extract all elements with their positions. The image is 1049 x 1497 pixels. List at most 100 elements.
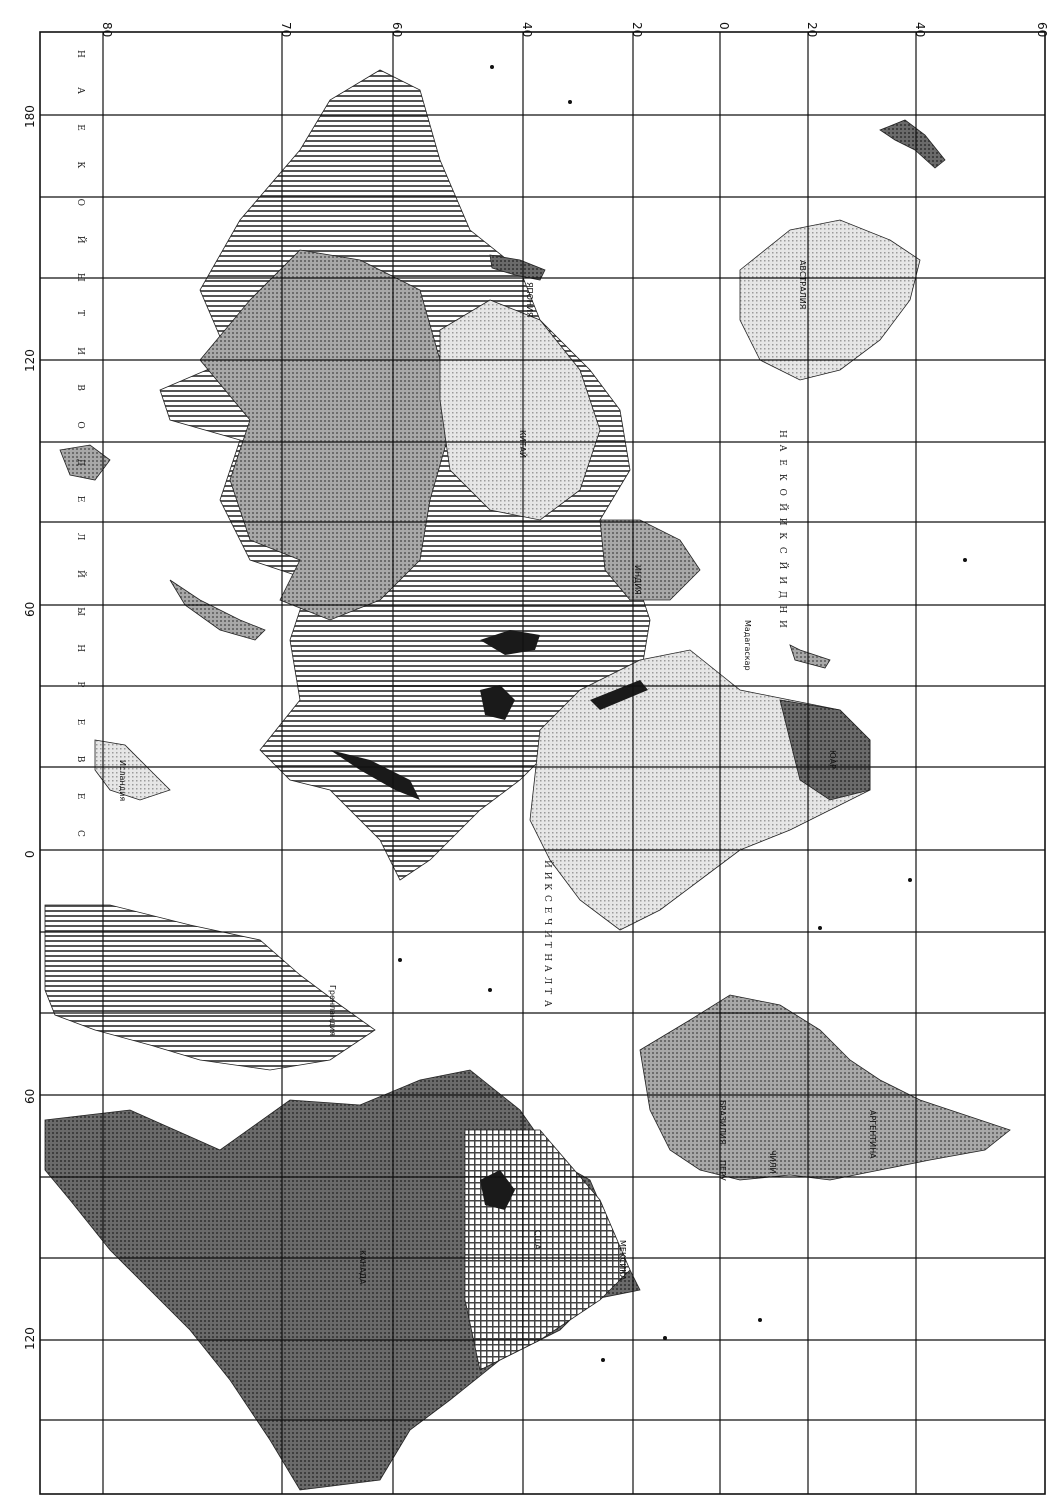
atlantic-ocean-letter: И	[542, 872, 552, 880]
black-sea-shape	[480, 685, 515, 720]
indian-ocean-letter: И	[777, 620, 787, 628]
island-dot	[601, 1358, 605, 1362]
label-argentina: АРГЕНТИНА	[868, 1110, 877, 1159]
india-shape	[599, 519, 701, 601]
indian-ocean-letter: Й	[777, 503, 789, 511]
lon-label-60e: 60	[23, 602, 37, 617]
arctic-ocean-letter: Е	[75, 793, 85, 800]
atlantic-ocean-letter: К	[542, 883, 552, 890]
arctic-ocean-letter: С	[75, 830, 85, 837]
indian-ocean-letter: К	[777, 532, 787, 539]
label-greenland: Гренландия	[328, 985, 337, 1036]
label-brazil: БРАЗИЛИЯ	[718, 1100, 727, 1144]
atlantic-ocean-letter: С	[542, 895, 552, 902]
atlantic-ocean-letter: Л	[542, 977, 552, 985]
indian-ocean-letter: К	[777, 474, 787, 481]
arctic-ocean-letter: О	[75, 421, 85, 428]
japan-shape	[489, 254, 546, 281]
indian-ocean-letter: И	[777, 518, 787, 526]
lat-label-80: 80	[100, 22, 114, 37]
label-china: КИТАЙ	[518, 430, 529, 458]
atlantic-ocean-letter: Н	[542, 953, 552, 961]
label-iceland: Исландия	[118, 760, 127, 801]
indian-ocean-letter: А	[777, 445, 787, 452]
atlantic-ocean-letter: А	[542, 1000, 552, 1007]
label-japan: ЯПОНИЯ	[525, 282, 534, 317]
lat-label-40: 40	[520, 22, 534, 37]
atlantic-ocean-letter: Т	[542, 942, 552, 948]
island-dot	[663, 1336, 667, 1340]
arctic-ocean-letter: Л	[75, 533, 85, 541]
indian-ocean-letter: И	[777, 576, 787, 584]
label-madagascar: Мадагаскар	[743, 620, 752, 671]
arctic-ocean-letter: Й	[75, 236, 87, 244]
arctic-ocean-letter: К	[75, 161, 85, 168]
atlantic-ocean-letter: Е	[542, 907, 552, 914]
lon-label-120e: 120	[23, 349, 37, 372]
indian-ocean-letter: Й	[777, 562, 789, 570]
arctic-ocean-letter: Е	[75, 719, 85, 726]
island-dot	[758, 1318, 762, 1322]
baltic-shape	[330, 750, 420, 800]
lon-label-120w: 120	[23, 1327, 37, 1350]
greenland-shape	[44, 904, 376, 1071]
lat-label-20s: 20	[805, 22, 819, 37]
place-labels: Гренландия Исландия ЯПОНИЯ КИТАЙ ИНДИЯ А…	[118, 260, 877, 1285]
arctic-ocean-letter: Е	[75, 124, 85, 131]
map-frame	[39, 31, 1046, 1495]
lat-label-60s: 60	[1035, 22, 1049, 37]
island-dots	[398, 65, 967, 1362]
usa-shape	[464, 1129, 631, 1371]
island-dot	[488, 988, 492, 992]
atlantic-ocean-letter: А	[542, 965, 552, 972]
arctic-ocean-letter: В	[75, 756, 85, 763]
island-dot	[908, 878, 912, 882]
arctic-ocean-letter: И	[75, 347, 85, 355]
atlantic-ocean-letter: Й	[542, 860, 554, 868]
label-mexico: МЕКСИКА	[618, 1240, 627, 1281]
madagascar-shape	[789, 644, 831, 669]
label-peru: ПЕРУ	[718, 1160, 727, 1181]
lon-label-60w: 60	[23, 1089, 37, 1104]
indian-ocean-letter: Н	[777, 430, 787, 438]
island-dot	[568, 100, 572, 104]
arctic-ocean-letter: А	[75, 87, 85, 94]
caspian-shape	[480, 630, 540, 655]
island-dot	[818, 926, 822, 930]
russia-shape	[199, 249, 451, 621]
lat-label-60: 60	[390, 22, 404, 37]
atlantic-ocean-letter: И	[542, 930, 552, 938]
indian-ocean-letter: Д	[777, 591, 787, 598]
arctic-ocean-letter: Е	[75, 496, 85, 503]
arctic-ocean-letter: Р	[75, 681, 85, 687]
arctic-ocean-letter: Т	[75, 310, 85, 316]
africa-south-shape	[779, 699, 871, 801]
label-chile: ЧИЛИ	[768, 1150, 777, 1173]
indian-ocean-letter: С	[777, 547, 787, 554]
lat-label-70: 70	[279, 22, 293, 37]
arctic-ocean-letter: Ы	[75, 273, 85, 282]
island-dot	[963, 558, 967, 562]
arctic-ocean-letter: Н	[75, 50, 85, 58]
graticule	[40, 32, 1045, 1494]
arctic-ocean-letter: О	[75, 199, 85, 206]
south-america-shape	[639, 994, 1011, 1181]
australia-shape	[739, 219, 921, 381]
label-india: ИНДИЯ	[633, 565, 642, 595]
iceland-shape	[94, 739, 171, 801]
novaya-zemlya-shape	[169, 579, 266, 641]
lon-label-180: 180	[23, 105, 37, 128]
longitude-labels: 180 120 60 0 60 120	[23, 105, 37, 1350]
label-australia: АВСТРАЛИЯ	[798, 260, 807, 309]
arctic-ocean-letter: Д	[75, 459, 85, 466]
indian-ocean-letter: Е	[777, 459, 787, 466]
indian-ocean-letter: О	[777, 489, 787, 496]
atlantic-ocean-letter: Т	[542, 988, 552, 994]
island-dot	[398, 958, 402, 962]
label-canada: КАНАДА	[358, 1250, 367, 1285]
